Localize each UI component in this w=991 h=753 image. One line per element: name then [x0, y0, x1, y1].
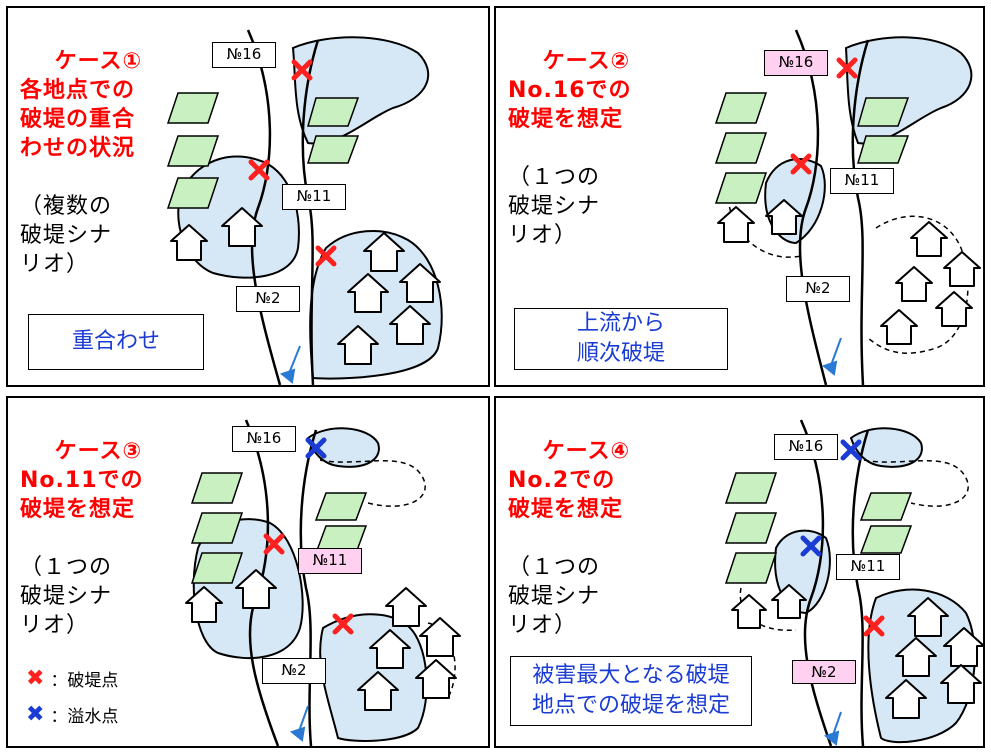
legend-overflow-label: ：溢水点: [50, 707, 119, 727]
map-case-1: [166, 29, 443, 385]
label-n11: №11: [836, 554, 900, 580]
label-n11: №11: [298, 548, 362, 574]
label-n11: №11: [282, 184, 346, 210]
case-subtitle: （１つの 破堤シナ リオ）: [508, 165, 601, 248]
panel-case-1: ケース① 各地点での 破堤の重合 わせの状況 （複数の 破堤シナ リオ） №16…: [6, 6, 490, 387]
case-title: ケース① 各地点での 破堤の重合 わせの状況 （複数の 破堤シナ リオ）: [20, 49, 143, 277]
breach-mark-icon: ✖: [26, 665, 45, 691]
case-title: ケース③ No.11での 破堤を想定 （１つの 破堤シナ リオ）: [20, 439, 144, 638]
legend-breach: ✖ ：破堤点: [26, 666, 118, 691]
label-n16: №16: [774, 434, 838, 460]
legend-breach-label: ：破堤点: [50, 671, 119, 691]
note-box: 被害最大となる破堤 地点での破堤を想定: [510, 656, 752, 726]
overflow-mark-icon: ✖: [26, 701, 45, 727]
case-subtitle: （複数の 破堤シナ リオ）: [20, 194, 113, 277]
label-n2: №2: [236, 286, 300, 312]
legend-overflow: ✖ ：溢水点: [26, 702, 118, 727]
panel-case-3: ケース③ No.11での 破堤を想定 （１つの 破堤シナ リオ） №16 №11…: [6, 396, 490, 748]
label-n11: №11: [830, 168, 894, 194]
note-box: 重合わせ: [28, 314, 204, 370]
label-n2: №2: [786, 276, 850, 302]
panel-case-4: ケース④ No.2での 破堤を想定 （１つの 破堤シナ リオ） №16 №11 …: [494, 396, 985, 748]
map-case-2: [714, 29, 981, 385]
case-title: ケース② No.16での 破堤を想定 （１つの 破堤シナ リオ）: [508, 49, 632, 248]
panel-case-2: ケース② No.16での 破堤を想定 （１つの 破堤シナ リオ） №16 №11…: [494, 6, 985, 387]
note-box: 上流から 順次破堤: [514, 308, 728, 370]
label-n16: №16: [232, 426, 296, 452]
label-n2: №2: [262, 658, 326, 684]
label-n2: №2: [792, 660, 856, 684]
label-n16: №16: [764, 50, 828, 76]
case-title: ケース④ No.2での 破堤を想定 （１つの 破堤シナ リオ）: [508, 439, 631, 638]
case-subtitle: （１つの 破堤シナ リオ）: [508, 555, 601, 638]
map-case-4: [724, 419, 983, 746]
map-case-3: [185, 419, 461, 746]
case-subtitle: （１つの 破堤シナ リオ）: [20, 555, 113, 638]
label-n16: №16: [212, 42, 276, 68]
